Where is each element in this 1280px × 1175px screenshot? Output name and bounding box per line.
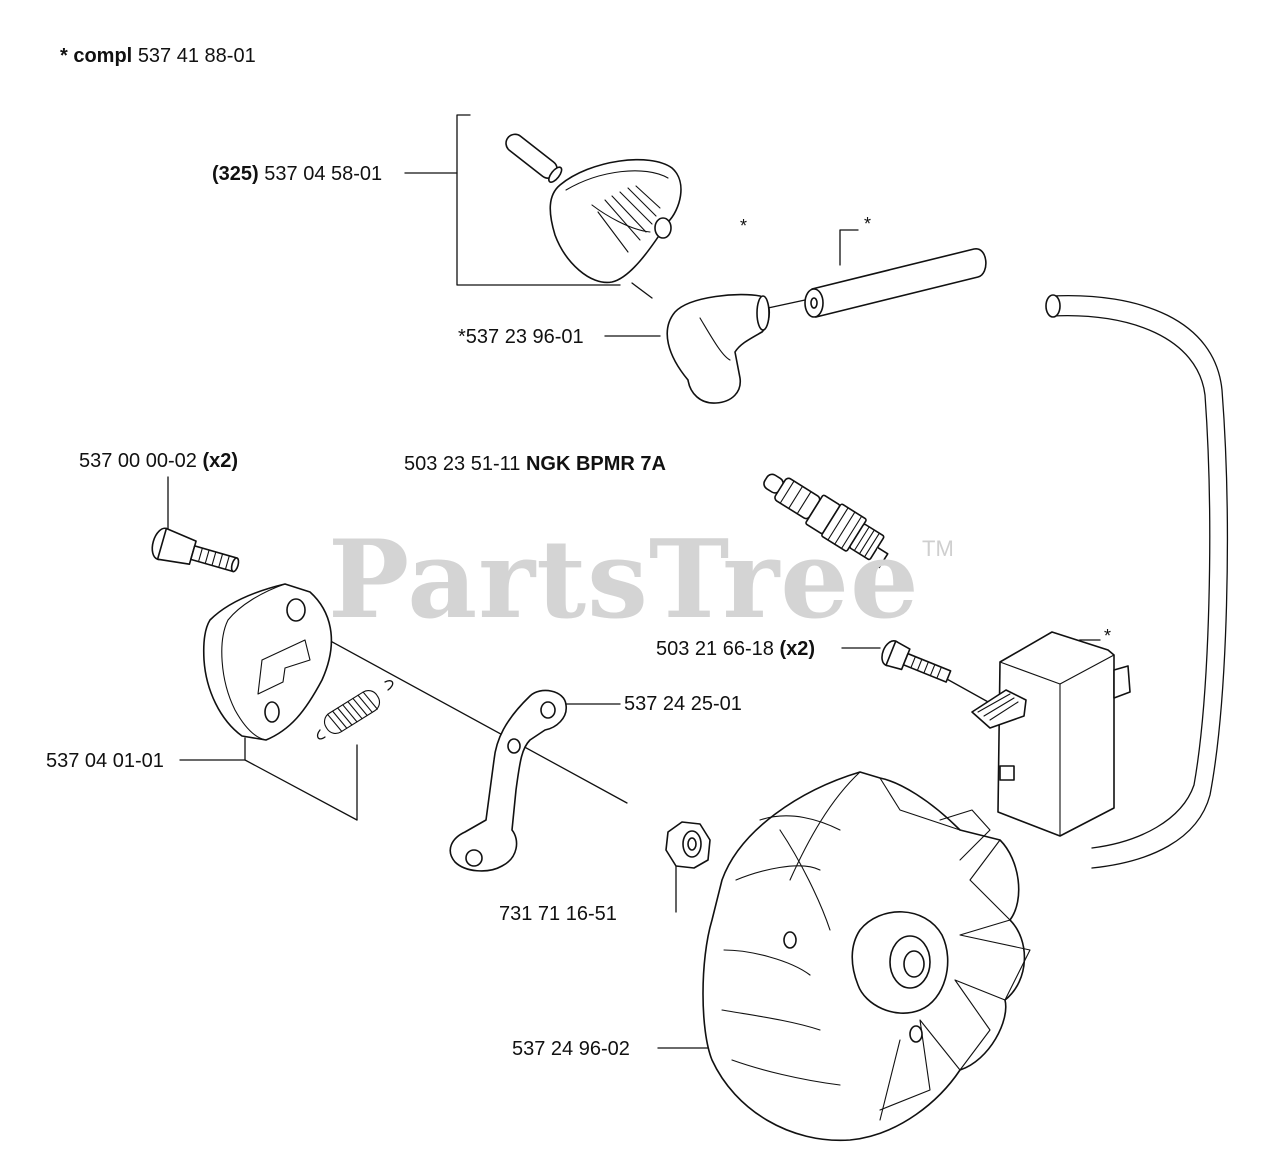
watermark-trademark: TM xyxy=(922,536,954,561)
watermark: PartsTree xyxy=(328,517,920,643)
screw-part-number: 537 00 00-02 xyxy=(79,450,197,472)
header-number: 537 41 88-01 xyxy=(137,45,256,67)
callout-clutch-arm[interactable]: 537 24 25-01 xyxy=(624,693,742,715)
ignition-wire xyxy=(1045,294,1228,869)
spark-plug-boot xyxy=(666,293,771,404)
assembly-header: * compl 537 41 88-01 xyxy=(60,44,256,68)
ignition-coil xyxy=(971,631,1131,837)
coil-screw-part-number: 503 21 66-18 xyxy=(656,638,774,660)
callout-coil-screw[interactable]: 503 21 66-18 (x2) xyxy=(656,637,815,661)
tube-star: * xyxy=(864,214,872,234)
callout-clutch-screw[interactable]: 537 00 00-02 (x2) xyxy=(79,449,238,473)
coil-screw-quantity: (x2) xyxy=(779,638,816,660)
clutch-arm xyxy=(449,689,567,872)
callout-clutch-shoe[interactable]: 537 04 01-01 xyxy=(46,750,164,772)
callout-spark-plug-cap[interactable]: (325) 537 04 58-01 xyxy=(212,162,382,186)
cap-part-number: 537 04 58-01 xyxy=(264,163,383,185)
callout-flywheel-nut[interactable]: 731 71 16-51 xyxy=(499,903,617,925)
callout-spark-plug-boot[interactable]: *537 23 96-01 xyxy=(458,326,584,348)
spark-part-number: 503 23 51-11 xyxy=(404,453,521,475)
screw-quantity: (x2) xyxy=(202,450,239,472)
header-prefix: * compl xyxy=(60,45,133,67)
flywheel-nut xyxy=(665,821,711,869)
leader-lines xyxy=(167,114,1101,1049)
clutch-shoe xyxy=(202,583,333,741)
clutch-spring xyxy=(316,680,394,740)
cap-bold-label: (325) xyxy=(212,163,259,185)
coil-star: * xyxy=(1104,626,1112,646)
boot-star: * xyxy=(740,216,748,236)
insulation-tube xyxy=(804,248,987,318)
spark-plug xyxy=(763,473,889,569)
flywheel xyxy=(702,771,1031,1142)
clutch-screw xyxy=(151,527,240,573)
coil-screw xyxy=(881,640,952,683)
spark-plug-cap xyxy=(505,133,682,284)
spark-plug-type: NGK BPMR 7A xyxy=(525,453,666,475)
callout-spark-plug[interactable]: 503 23 51-11 NGK BPMR 7A xyxy=(404,452,666,476)
callout-flywheel[interactable]: 537 24 96-02 xyxy=(512,1038,630,1060)
